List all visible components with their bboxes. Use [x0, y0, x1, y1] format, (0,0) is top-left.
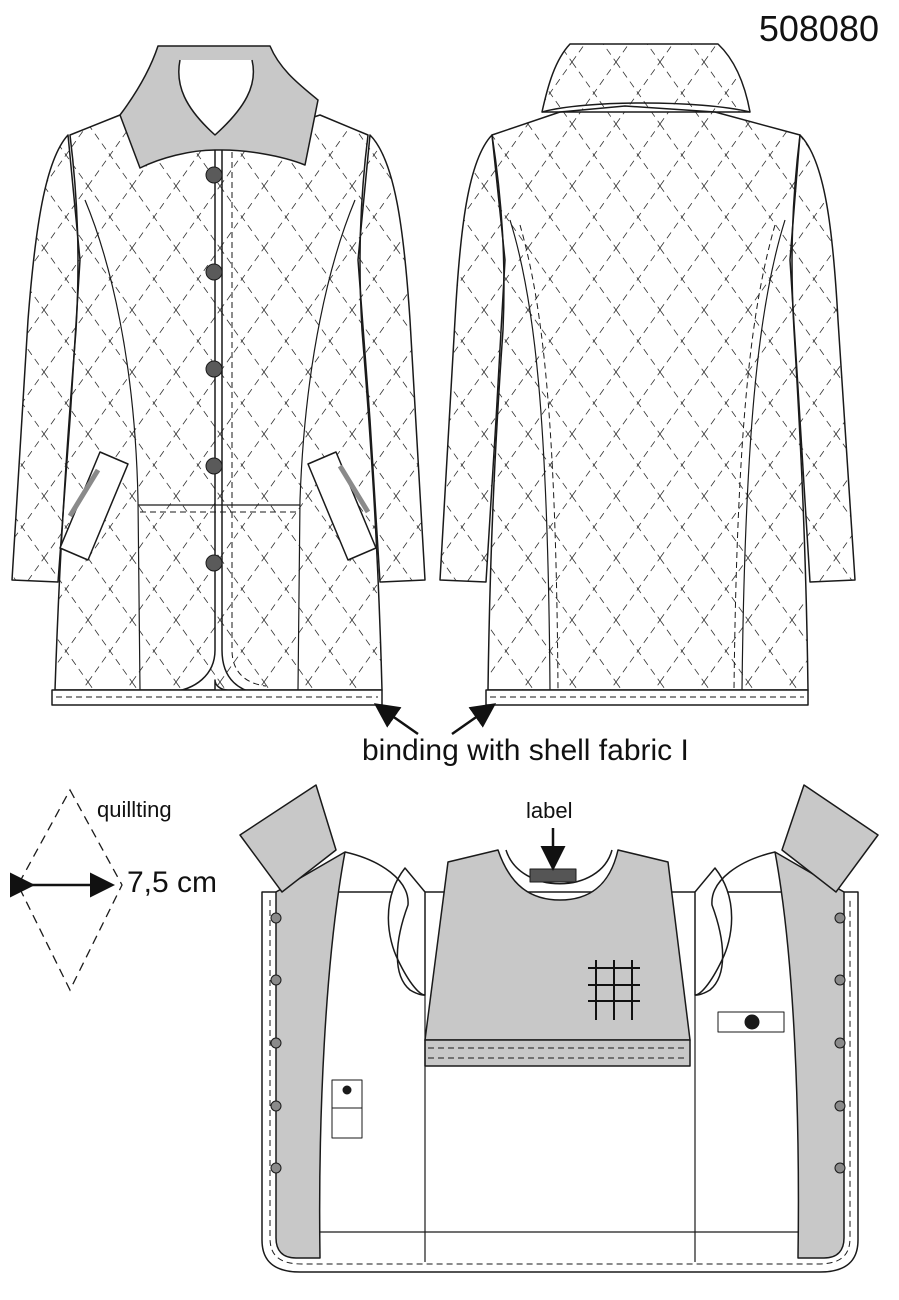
back-hem-binding: [485, 689, 809, 706]
back-right-sleeve: [789, 134, 856, 583]
back-view: [439, 43, 856, 706]
back-yoke-lining: [424, 849, 691, 1041]
arrow-to-front-hem: [373, 703, 419, 736]
binding-arrows: [373, 703, 497, 736]
arrow-to-back-hem: [451, 703, 497, 736]
front-buttons: [205, 166, 223, 572]
button: [205, 554, 223, 572]
button: [205, 166, 223, 184]
quilting-diamond: [10, 788, 123, 992]
inside-body-outline: [261, 891, 859, 1273]
diamond-width-annotation: 7,5 cm: [127, 866, 218, 899]
front-welt-pocket-right: [307, 451, 377, 561]
right-front-facing: [774, 851, 845, 1259]
front-welt-pocket-left: [59, 451, 129, 561]
quilting-annotation: quillting: [97, 797, 172, 822]
left-front-facing: [275, 851, 346, 1259]
inside-pocket-left: [331, 1079, 363, 1139]
inside-view: [239, 784, 879, 1273]
brand-label: [529, 868, 577, 883]
facing-buttons: [270, 912, 846, 1174]
inside-pocket-right: [717, 1011, 785, 1033]
button: [205, 263, 223, 281]
style-number: 508080: [758, 8, 879, 49]
binding-annotation: binding with shell fabric I: [362, 734, 689, 767]
front-view: [11, 45, 426, 706]
back-left-sleeve: [439, 134, 506, 583]
button: [205, 360, 223, 378]
hanger-loop-grid: [588, 960, 640, 1020]
button: [205, 457, 223, 475]
back-body: [487, 111, 809, 691]
front-left-sleeve: [11, 134, 81, 583]
front-body: [54, 114, 383, 691]
label-annotation: label: [526, 798, 573, 823]
back-collar: [541, 43, 751, 113]
left-collar-tab: [239, 784, 337, 893]
front-right-sleeve: [357, 134, 426, 583]
right-collar-tab: [781, 784, 879, 893]
